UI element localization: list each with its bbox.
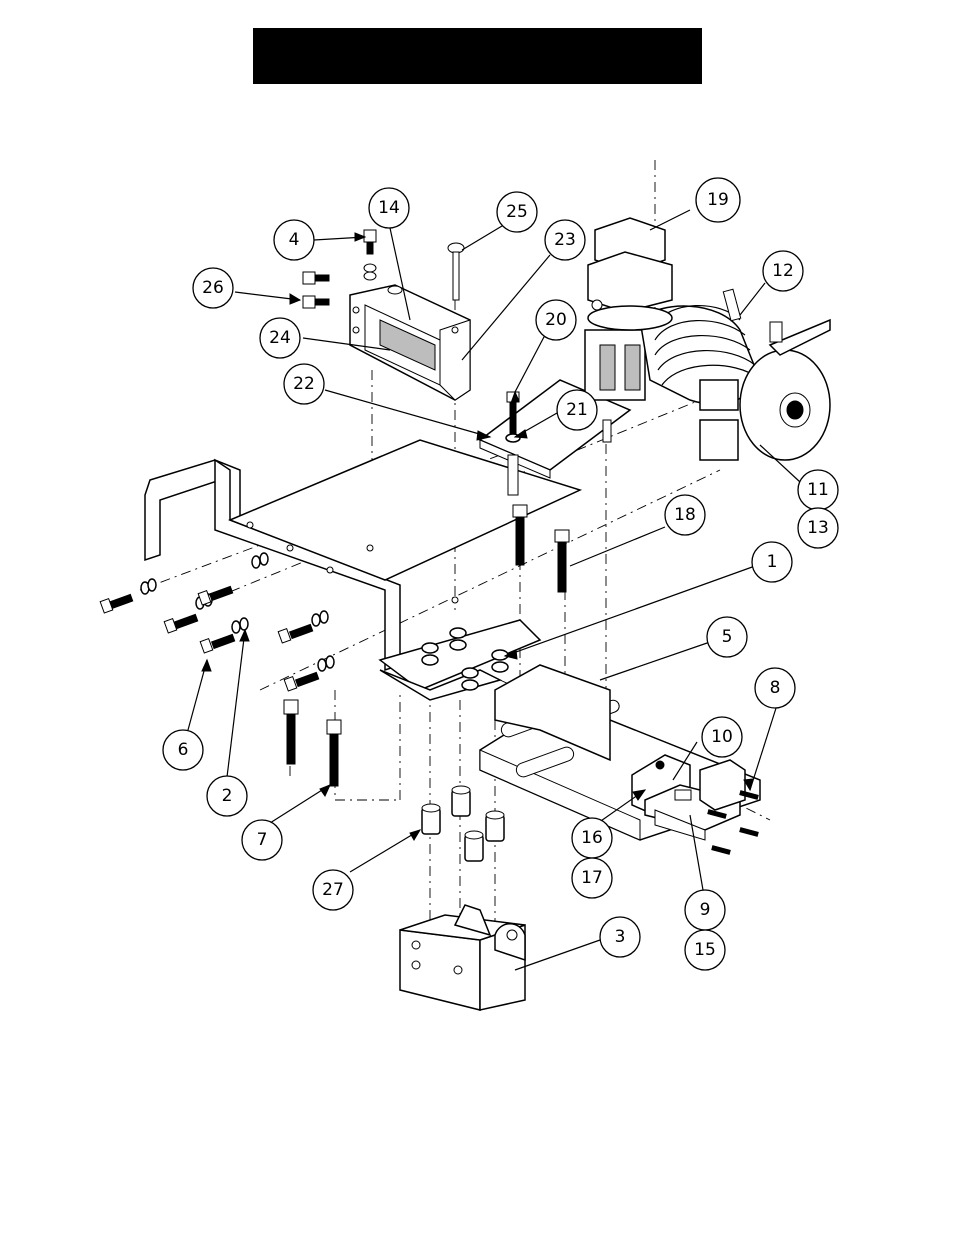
callout-24: 24	[260, 318, 300, 358]
callout-7-label: 7	[257, 830, 268, 850]
callout-23: 23	[545, 220, 585, 260]
callout-6-label: 6	[178, 740, 189, 760]
callout-5: 5	[707, 617, 747, 657]
callout-12-label: 12	[772, 261, 794, 281]
screw-4	[364, 230, 376, 280]
callout-20-label: 20	[545, 310, 567, 330]
callout-21: 21	[557, 390, 597, 430]
callout-25-label: 25	[506, 202, 528, 222]
callout-1-label: 1	[767, 552, 778, 572]
callout-10-label: 10	[711, 727, 733, 747]
callout-22: 22	[284, 364, 324, 404]
callout-12: 12	[763, 251, 803, 291]
bracket-14	[350, 285, 470, 400]
bolts-6	[100, 586, 319, 691]
screws-26	[303, 272, 329, 308]
callout-18-label: 18	[674, 505, 696, 525]
callout-6: 6	[163, 730, 203, 770]
callout-17: 17	[572, 858, 612, 898]
callout-10: 10	[702, 717, 742, 757]
callout-15: 15	[685, 930, 725, 970]
callout-13: 13	[798, 508, 838, 548]
callout-26: 26	[193, 268, 233, 308]
callout-20: 20	[536, 300, 576, 340]
callout-3: 3	[600, 917, 640, 957]
base-bracket-3	[400, 905, 525, 1010]
callout-9-label: 9	[700, 900, 711, 920]
callout-16: 16	[572, 818, 612, 858]
callout-14: 14	[369, 188, 409, 228]
callout-8-label: 8	[770, 678, 781, 698]
callout-4: 4	[274, 220, 314, 260]
callout-1: 1	[752, 542, 792, 582]
callout-19: 19	[696, 178, 740, 222]
callout-27-label: 27	[322, 880, 344, 900]
screw-25	[448, 243, 464, 300]
callout-11: 11	[798, 470, 838, 510]
callout-25: 25	[497, 192, 537, 232]
callout-2: 2	[207, 776, 247, 816]
callout-5-label: 5	[722, 627, 733, 647]
callout-8: 8	[755, 668, 795, 708]
callout-4-label: 4	[289, 230, 300, 250]
callout-9: 9	[685, 890, 725, 930]
bolts-18	[513, 505, 569, 592]
callout-26-label: 26	[202, 278, 224, 298]
callout-15-label: 15	[694, 940, 716, 960]
callout-17-label: 17	[581, 868, 603, 888]
callout-22-label: 22	[293, 374, 315, 394]
spacers-27	[422, 786, 504, 861]
callout-19-label: 19	[707, 190, 729, 210]
gear-knob-19	[588, 218, 672, 330]
callout-24-label: 24	[269, 328, 291, 348]
callout-23-label: 23	[554, 230, 576, 250]
callout-7: 7	[242, 820, 282, 860]
callout-27: 27	[313, 870, 353, 910]
callout-13-label: 13	[807, 518, 829, 538]
bolts-7	[284, 700, 341, 786]
callout-11-label: 11	[807, 480, 829, 500]
callout-16-label: 16	[581, 828, 603, 848]
callout-18: 18	[665, 495, 705, 535]
callout-21-label: 21	[566, 400, 588, 420]
callout-14-label: 14	[378, 198, 400, 218]
callout-3-label: 3	[615, 927, 626, 947]
callout-2-label: 2	[222, 786, 233, 806]
